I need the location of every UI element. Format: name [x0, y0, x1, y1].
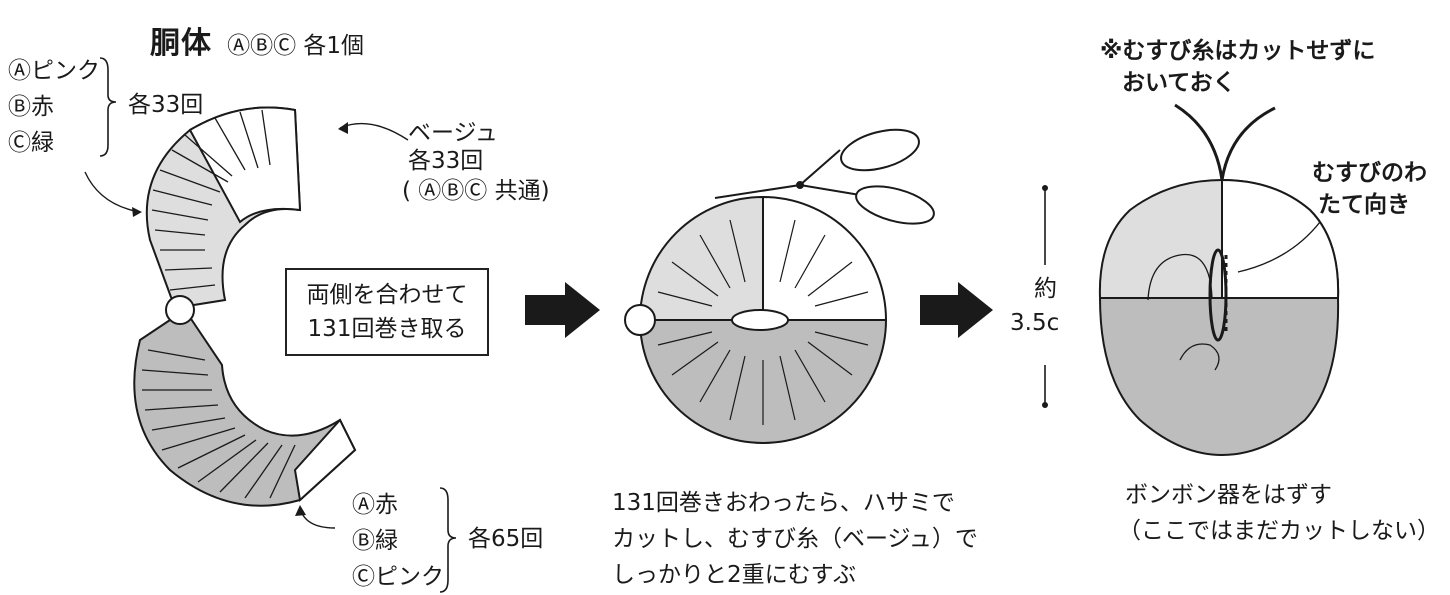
knot-label-line-2: たて向き [1318, 192, 1410, 218]
beige-label: ベージュ [408, 120, 498, 146]
top-group-item-a: Ⓐピンク [8, 58, 100, 84]
bottom-group-item-a: Ⓐ赤 [352, 492, 398, 518]
bottom-group-item-c: Ⓒピンク [352, 564, 444, 590]
instruction-line-1: 両側を合わせて [306, 282, 468, 308]
beige-count: 各33回 [408, 148, 484, 174]
beige-common: ( ⒶⒷⒸ 共通) [402, 178, 550, 204]
instruction-box: 両側を合わせて 131回巻き取る [285, 268, 489, 356]
brace-top [99, 57, 117, 157]
step3-note-line-1: ※むすび糸はカットせずに [1100, 38, 1376, 64]
bottom-group-item-b: Ⓑ緑 [352, 528, 398, 554]
size-indicator [1042, 185, 1048, 408]
step-arrow-2 [920, 282, 993, 338]
step3-caption-line-2: （ここではまだカットしない） [1118, 518, 1440, 544]
hinge-circle [165, 295, 195, 325]
pompom-maker-top-half [145, 106, 302, 310]
knot-label-line-1: むすびのわ [1312, 160, 1427, 186]
top-group-item-c: Ⓒ緑 [8, 130, 54, 156]
page-title: 胴体 [150, 26, 212, 61]
top-group-item-b: Ⓑ赤 [8, 94, 54, 120]
step3-note-line-2: おいておく [1122, 70, 1236, 96]
step-arrow-1 [525, 282, 600, 338]
step2-caption-line-2: カットし、むすび糸（ベージュ）で [612, 526, 978, 552]
size-label-value: 3.5c [1010, 310, 1060, 336]
pompom-maker-bottom-half [133, 308, 357, 507]
step3-caption-line-1: ボンボン器をはずす [1125, 482, 1332, 508]
pompom-ball [1098, 103, 1340, 457]
size-label-word: 約 [1034, 276, 1057, 302]
instruction-line-2: 131回巻き取る [307, 316, 467, 342]
top-group-count: 各33回 [128, 92, 204, 118]
step2-caption-line-3: しっかりと2重にむすぶ [612, 562, 857, 588]
title-block: 胴体 ⒶⒷⒸ 各1個 [150, 18, 364, 62]
step2-caption-line-1: 131回巻きおわったら、ハサミで [612, 490, 955, 516]
scissors-icon [714, 128, 935, 225]
title-suffix: ⒶⒷⒸ 各1個 [227, 33, 365, 59]
pompom-maker-closed [624, 195, 888, 444]
bottom-group-count: 各65回 [468, 526, 544, 552]
brace-bottom [439, 487, 457, 593]
